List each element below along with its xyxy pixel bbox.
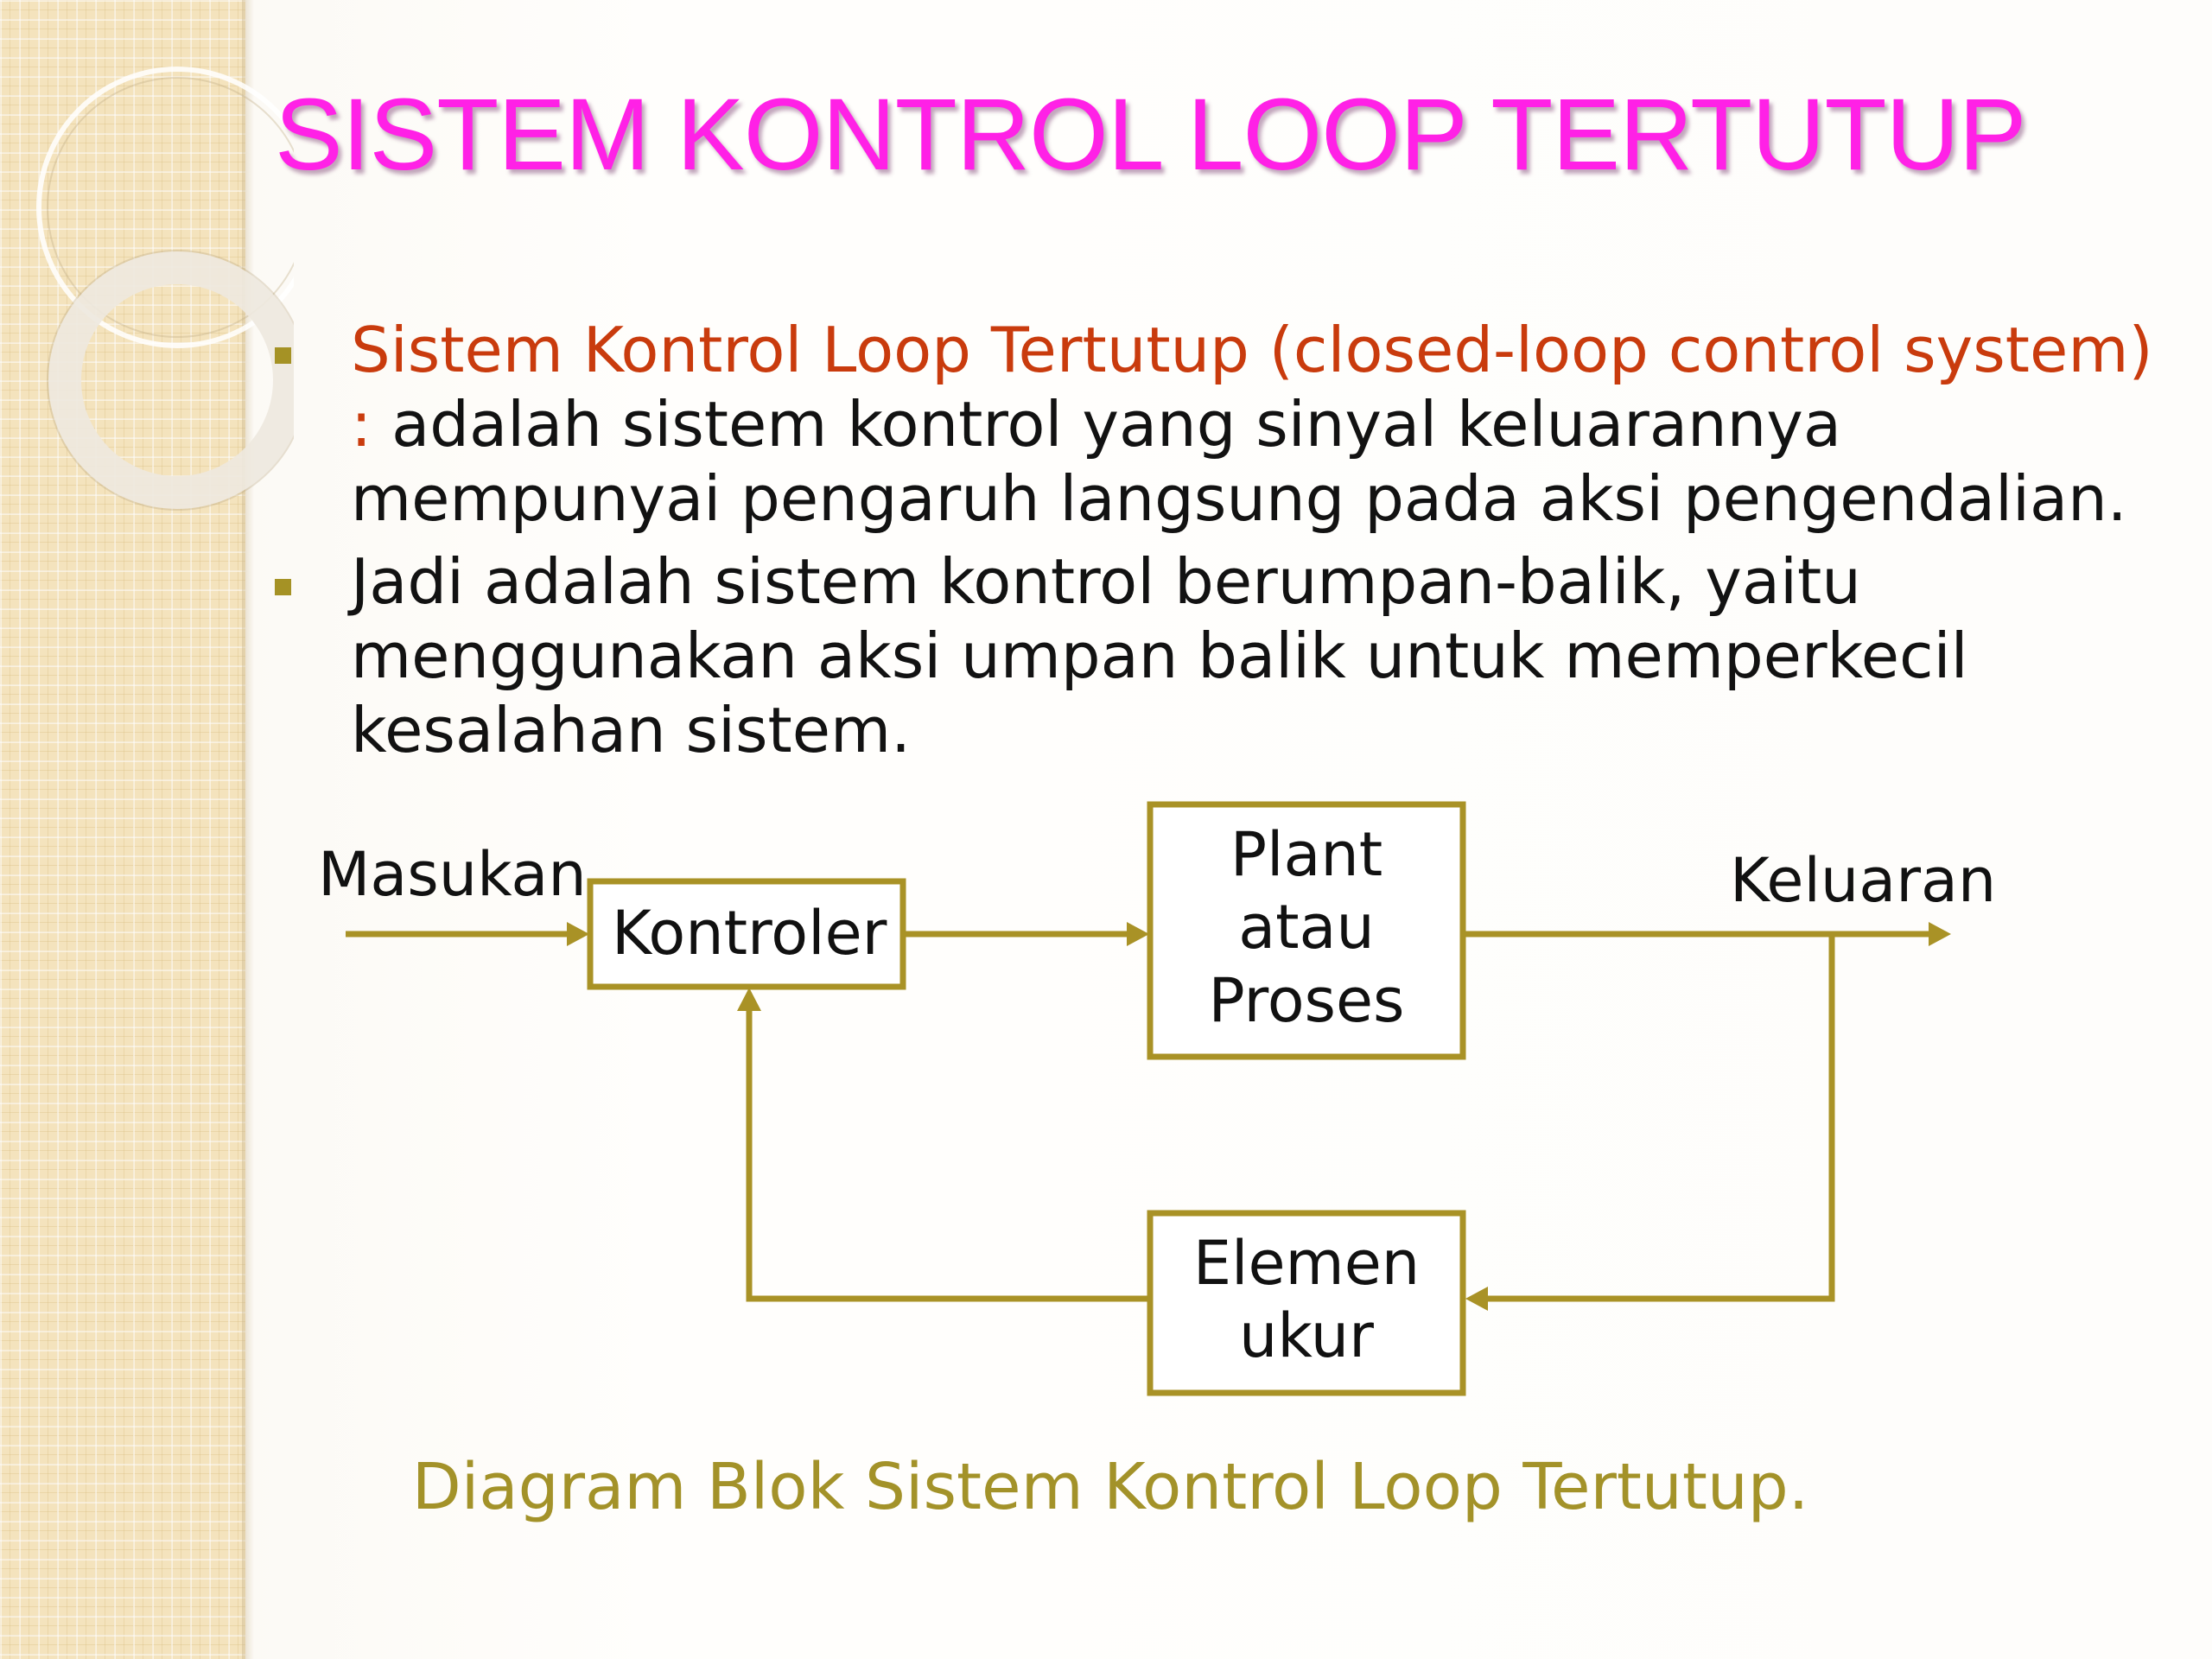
plant-label-line-3: Proses (1208, 965, 1404, 1036)
input-arrowhead (567, 922, 589, 946)
plant-label-line-1: Plant (1230, 819, 1382, 890)
sensor-block (1147, 1210, 1466, 1396)
slide-title: SISTEM KONTROL LOOP TERTUTUP (275, 78, 2026, 192)
controller-label: Kontroler (612, 898, 887, 969)
sensor-label-line-2: ukur (1239, 1300, 1374, 1371)
diagram-caption: Diagram Blok Sistem Kontrol Loop Tertutu… (411, 1450, 1809, 1524)
square-bullet-icon (275, 579, 291, 595)
output-label: Keluaran (1730, 845, 1996, 916)
bullet-item-feedback: Jadi adalah sistem kontrol berumpan-bali… (259, 544, 2169, 767)
input-label: Masukan (318, 839, 587, 910)
plant-block (1147, 801, 1466, 1060)
decorative-band-edge (242, 0, 254, 1659)
sensor-label-line-1: Elemen (1193, 1228, 1420, 1299)
feedback-takeoff-line (1488, 934, 1835, 1302)
bullet-body-text: adalah sistem kontrol yang sinyal keluar… (351, 388, 2127, 535)
small-ring-shape (48, 251, 294, 509)
feedback-return-line (746, 1009, 1150, 1302)
small-ring-shadow-shape (47, 250, 294, 511)
large-ring-shape (36, 67, 294, 348)
bullet-body-text: Jadi adalah sistem kontrol berumpan-bali… (351, 545, 1968, 766)
bullet-item-definition: Sistem Kontrol Loop Tertutup (closed-loo… (259, 313, 2169, 536)
decorative-rings (36, 67, 294, 511)
feedback-return-arrowhead (737, 988, 761, 1011)
control-signal-arrowhead (1127, 922, 1149, 946)
bullet-list: Sistem Kontrol Loop Tertutup (closed-loo… (259, 313, 2169, 767)
square-bullet-icon (275, 347, 291, 364)
output-arrowhead (1929, 922, 1951, 946)
bullet-highlight-text: Sistem Kontrol Loop Tertutup (closed-loo… (351, 314, 2153, 461)
feedback-arrowhead (1465, 1287, 1488, 1311)
controller-block (587, 878, 906, 990)
plant-label-line-2: atau (1238, 892, 1375, 963)
large-ring-inner-shape (47, 77, 294, 338)
